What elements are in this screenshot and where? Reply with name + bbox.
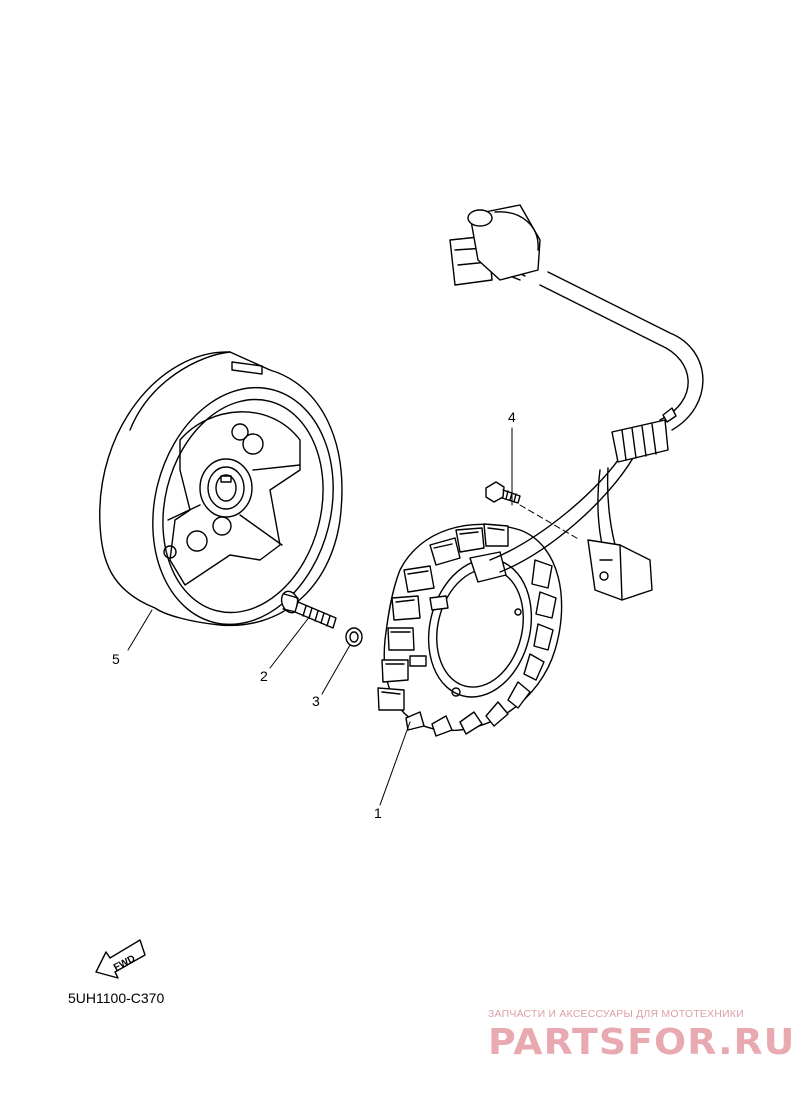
- bolt-part-2: [280, 590, 337, 629]
- watermark-subtitle: ЗАПЧАСТИ И АКСЕССУАРЫ ДЛЯ МОТОТЕХНИКИ: [488, 1008, 744, 1020]
- flywheel-rotor: [99, 351, 343, 627]
- screw-part-4: [485, 481, 521, 504]
- stator-assembly: [377, 523, 563, 737]
- callout-4: 4: [508, 409, 516, 425]
- callout-1: 1: [374, 805, 382, 821]
- leader-lines: [127, 427, 581, 806]
- fwd-arrow-icon: [95, 939, 146, 979]
- callout-3: 3: [312, 693, 320, 709]
- washer-part-3: [345, 627, 363, 647]
- diagram-code: 5UH1100-C370: [68, 990, 165, 1006]
- wire-harness: [449, 204, 704, 601]
- callout-2: 2: [260, 668, 268, 684]
- callout-5: 5: [112, 651, 120, 667]
- watermark-brand: PARTSFOR.RU: [488, 1022, 796, 1063]
